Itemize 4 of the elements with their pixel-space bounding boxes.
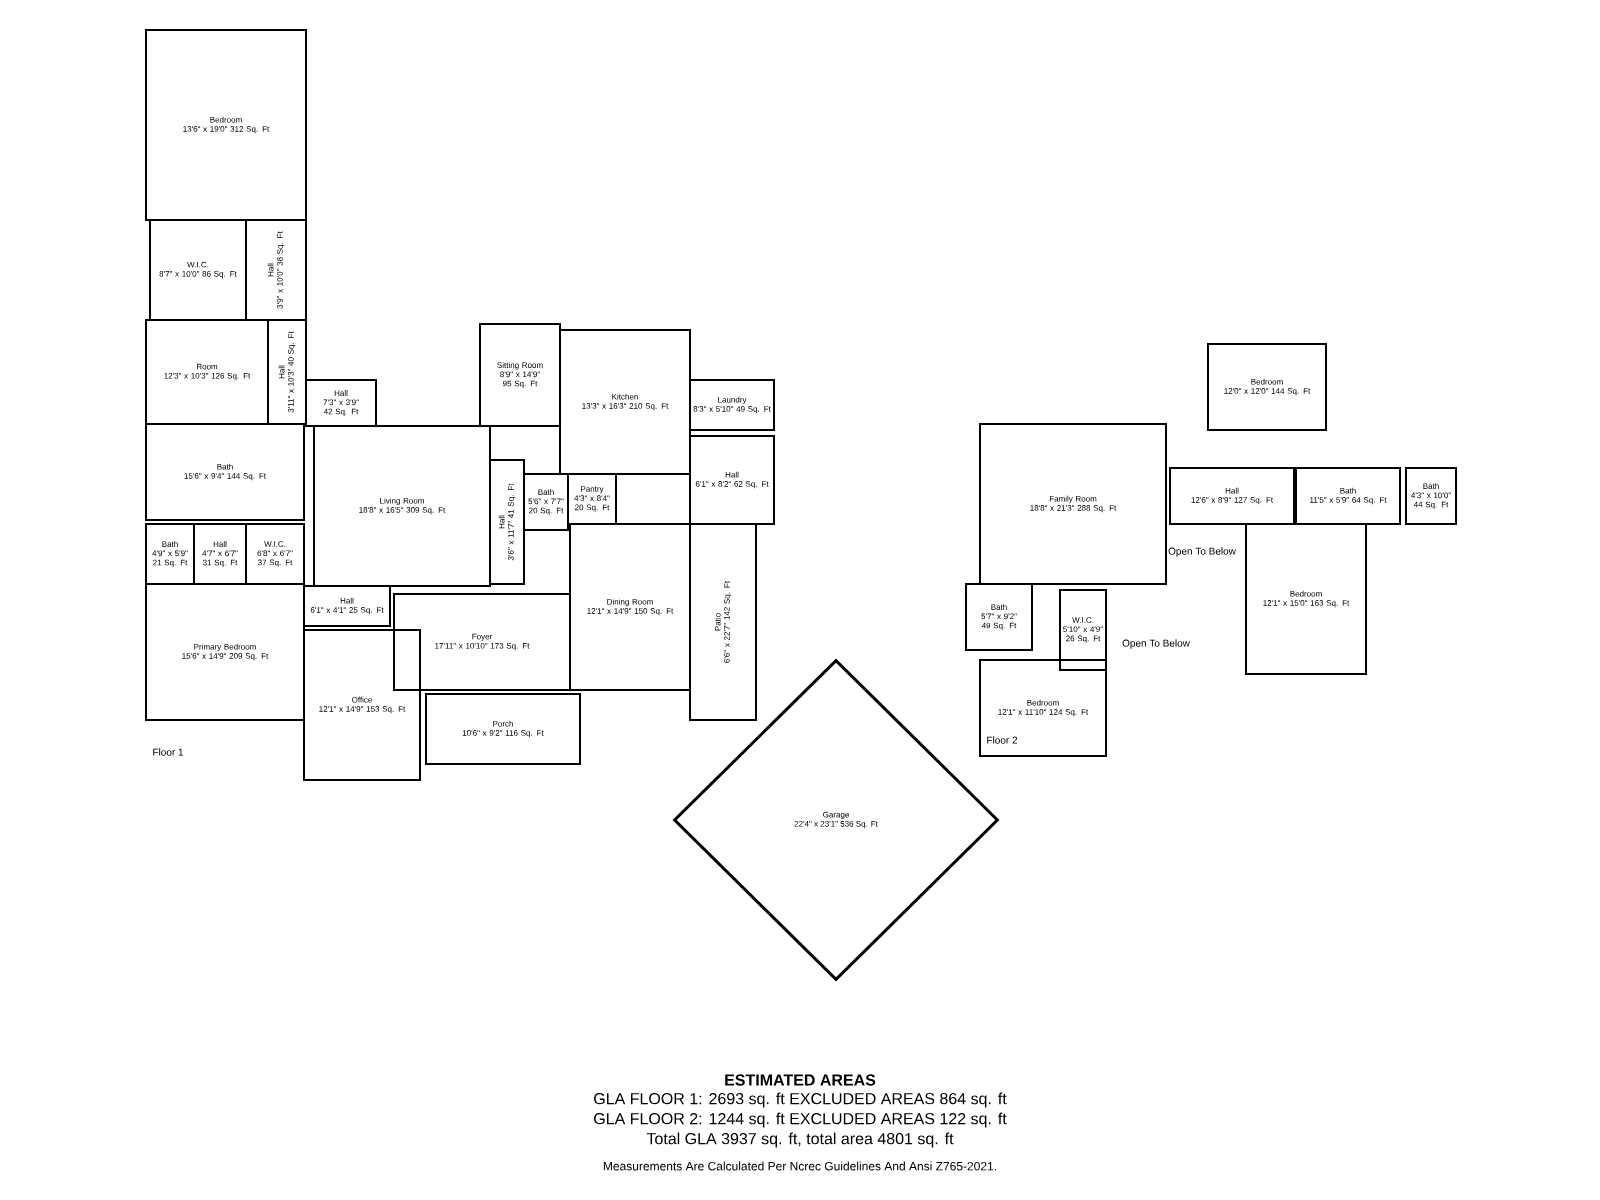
note-text: GLA FLOOR 2: 1244 sq. ft EXCLUDED AREAS 122 sq. ft bbox=[594, 1112, 1007, 1128]
note-text: ESTIMATED AREAS bbox=[725, 1074, 876, 1086]
note-text: GLA FLOOR 1: 2693 sq. ft EXCLUDED AREAS 864 sq. ft bbox=[594, 1092, 1007, 1108]
note-text: Total GLA 3937 sq. ft, total area 4801 sq. ft bbox=[646, 1132, 954, 1148]
